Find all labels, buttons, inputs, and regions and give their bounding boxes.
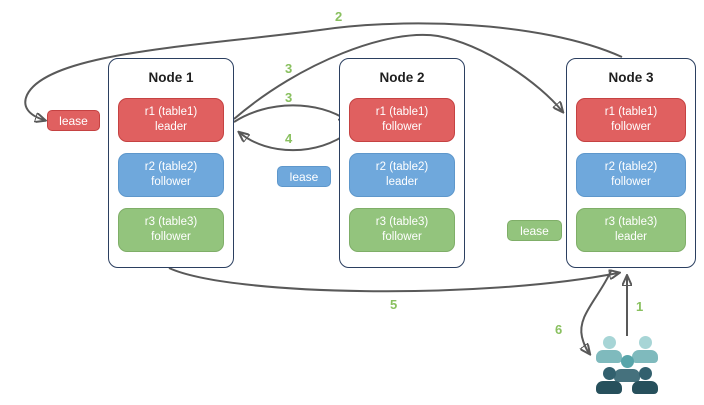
lease-badge-table2: lease [277,166,331,187]
replica-role: follower [611,176,651,188]
node-2-title: Node 2 [379,70,425,85]
person-head [620,355,634,368]
node-3-replica-r1: r1 (table1) follower [576,98,686,142]
replica-role: follower [151,231,191,243]
replica-label: r3 (table3) [604,216,658,229]
person-icon [596,367,622,394]
person-icon [632,336,658,363]
node-2-replica-r3: r3 (table3) follower [349,208,455,252]
node-3-replica-r2: r2 (table2) follower [576,153,686,197]
lease-badge-table3: lease [507,220,562,241]
node-1-replica-r3: r3 (table3) follower [118,208,224,252]
replica-label: r1 (table1) [144,106,198,119]
replica-role: leader [155,121,187,133]
replica-label: r3 (table3) [375,216,429,229]
node-3-title: Node 3 [608,70,654,85]
replica-label: r1 (table1) [375,106,429,119]
person-icon [632,367,658,394]
replica-role: follower [382,121,422,133]
person-head [638,367,652,380]
step-label-4: 4 [285,131,293,146]
replica-role: follower [151,176,191,188]
node-1-title: Node 1 [148,70,194,85]
replica-role: follower [611,121,651,133]
replica-label: r2 (table2) [375,161,429,174]
node-3: Node 3 r1 (table1) follower r2 (table2) … [566,58,696,268]
replica-role: leader [386,176,418,188]
replica-role: leader [615,231,647,243]
person-head [638,336,652,349]
step-label-3b: 3 [285,90,293,105]
person-body [632,381,658,394]
replica-role: follower [382,231,422,243]
step-label-5: 5 [390,297,398,312]
person-head [602,336,616,349]
person-icon [614,355,640,382]
step-label-2: 2 [335,9,343,24]
node-3-replica-r3: r3 (table3) leader [576,208,686,252]
node-1-replica-r2: r2 (table2) follower [118,153,224,197]
replica-label: r3 (table3) [144,216,198,229]
arrow-step-5-node1-to-node3 [168,267,618,293]
replica-label: r1 (table1) [604,106,658,119]
person-body [596,350,622,363]
node-2-replica-r2: r2 (table2) leader [349,153,455,197]
users-icon [594,336,660,394]
person-body [632,350,658,363]
replica-label: r2 (table2) [144,161,198,174]
person-body [596,381,622,394]
lease-badge-table1: lease [47,110,100,131]
arrow-step-4-node2-to-leader [240,132,350,152]
node-1: Node 1 r1 (table1) leader r2 (table2) fo… [108,58,234,268]
node-2: Node 2 r1 (table1) follower r2 (table2) … [339,58,465,268]
person-head [602,367,616,380]
step-label-1: 1 [636,299,644,314]
node-2-replica-r1: r1 (table1) follower [349,98,455,142]
person-body [614,369,640,382]
arrow-step-3-leader-to-node2 [233,104,348,122]
step-label-3a: 3 [285,61,293,76]
node-1-replica-r1: r1 (table1) leader [118,98,224,142]
step-label-6: 6 [555,322,563,337]
person-icon [596,336,622,363]
replica-label: r2 (table2) [604,161,658,174]
